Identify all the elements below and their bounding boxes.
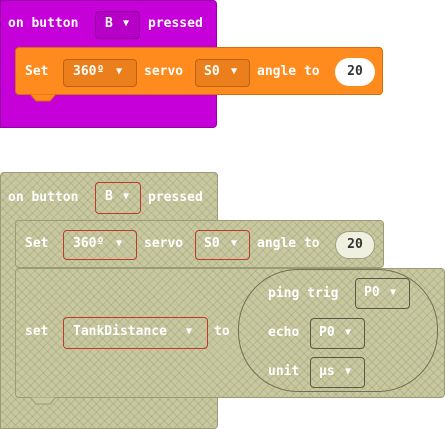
angle-value-input-1[interactable]: 20: [335, 58, 375, 86]
servo-pin-dropdown-1[interactable]: S0 ▼: [195, 59, 250, 87]
servo-mode-value-1: 360º: [73, 64, 105, 79]
unit-label: unit: [268, 364, 300, 379]
block-notch: [30, 397, 56, 405]
unit-dropdown[interactable]: μs ▼: [310, 357, 365, 388]
set-label-1: Set: [25, 64, 49, 79]
angle-value-input-2[interactable]: 20: [335, 231, 375, 259]
to-label: to: [214, 324, 230, 339]
chevron-down-icon: ▼: [116, 66, 123, 77]
set-label-2: Set: [25, 236, 49, 251]
chevron-down-icon: ▼: [116, 238, 123, 249]
chevron-down-icon: ▼: [345, 327, 352, 338]
on-button-label-1: on button: [8, 16, 79, 31]
on-button-label-2: on button: [8, 190, 79, 205]
variable-dropdown[interactable]: TankDistance ▼: [63, 317, 208, 349]
chevron-down-icon: ▼: [231, 238, 238, 249]
chevron-down-icon: ▼: [231, 66, 238, 77]
set-servo-angle-block-2[interactable]: [15, 220, 384, 268]
servo-mode-dropdown-2[interactable]: 360º ▼: [63, 230, 137, 260]
ping-sensor-block[interactable]: [238, 269, 438, 392]
servo-mode-dropdown-1[interactable]: 360º ▼: [63, 59, 137, 87]
button-value-2: B: [105, 189, 113, 204]
servo-label-1: servo: [144, 64, 184, 79]
chevron-down-icon: ▼: [345, 366, 352, 377]
pressed-label-2: pressed: [148, 190, 203, 205]
chevron-down-icon: ▼: [123, 18, 130, 29]
button-dropdown-1[interactable]: B ▼: [95, 11, 140, 39]
echo-label: echo: [268, 325, 300, 340]
set-servo-angle-block-1[interactable]: [15, 47, 383, 95]
angle-to-label-2: angle to: [257, 236, 320, 251]
set-variable-label: set: [25, 324, 49, 339]
block-notch: [30, 94, 56, 102]
servo-pin-value-2: S0: [204, 236, 220, 251]
servo-pin-dropdown-2[interactable]: S0 ▼: [195, 230, 250, 260]
echo-pin-dropdown[interactable]: P0 ▼: [310, 318, 365, 349]
trig-pin-value: P0: [364, 285, 380, 300]
chevron-down-icon: ▼: [390, 287, 397, 298]
servo-pin-value-1: S0: [204, 64, 220, 79]
servo-label-2: servo: [144, 236, 184, 251]
button-value-1: B: [105, 16, 113, 31]
angle-to-label-1: angle to: [257, 64, 320, 79]
chevron-down-icon: ▼: [123, 191, 130, 202]
variable-name: TankDistance: [73, 324, 167, 339]
servo-mode-value-2: 360º: [73, 236, 105, 251]
button-dropdown-2[interactable]: B ▼: [95, 182, 141, 214]
trig-pin-dropdown[interactable]: P0 ▼: [355, 278, 410, 309]
unit-value: μs: [319, 364, 335, 379]
pressed-label-1: pressed: [148, 16, 203, 31]
ping-trig-label: ping trig: [268, 286, 339, 301]
echo-pin-value: P0: [319, 325, 335, 340]
chevron-down-icon: ▼: [186, 326, 193, 337]
